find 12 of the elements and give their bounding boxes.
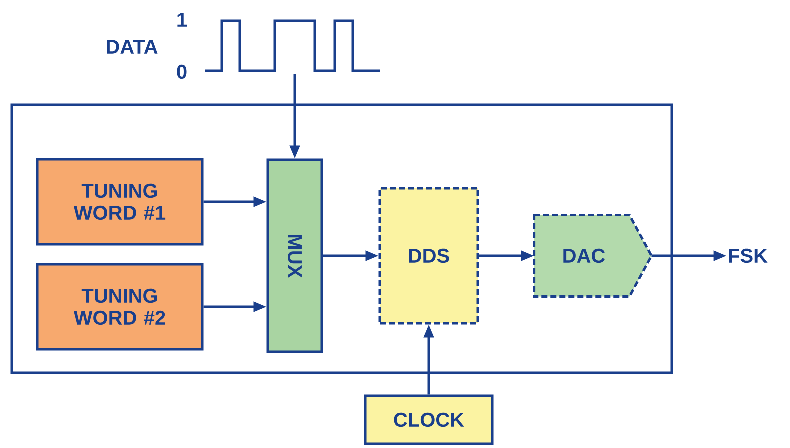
level-label: 1 (178, 13, 188, 27)
process-box: TUNING WORD #2 (36, 263, 204, 351)
process-box: MUX (266, 158, 324, 354)
converter-block: DAC (533, 214, 654, 298)
output-label: FSK (729, 248, 768, 264)
process-box: CLOCK (364, 394, 494, 446)
process-box: TUNING WORD #1 (36, 158, 204, 246)
level-label: 0 (177, 64, 187, 80)
signal-label: DATA (107, 40, 158, 54)
system-box (10, 104, 674, 374)
process-box: DDS (378, 187, 480, 325)
waveform-drawing (205, 20, 380, 72)
